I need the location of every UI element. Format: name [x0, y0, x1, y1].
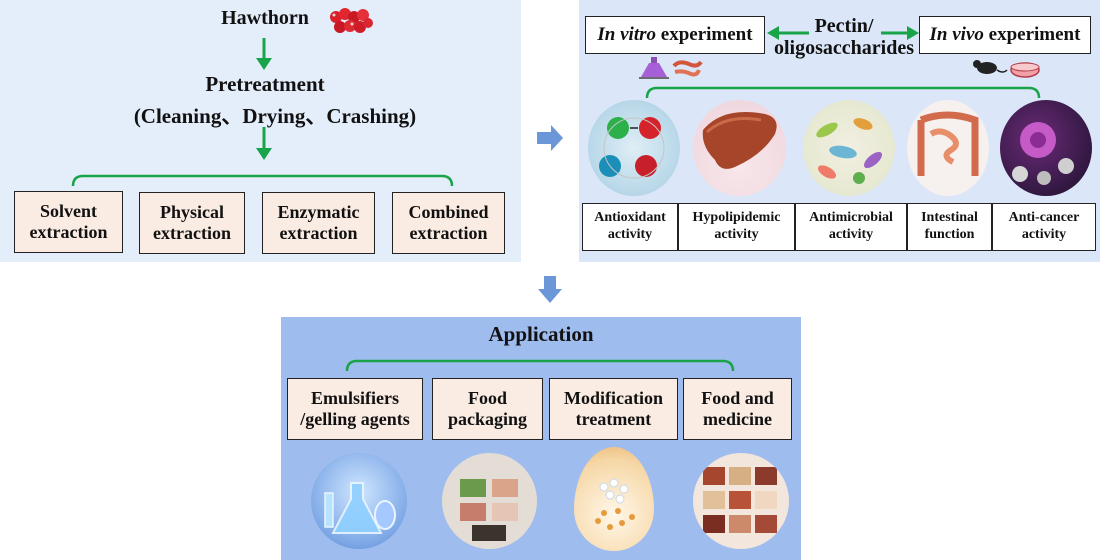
application-label-line1: Emulsifiers — [310, 388, 399, 409]
mouse-icon — [973, 60, 1008, 74]
application-label-line2: packaging — [447, 409, 528, 429]
method-box-combined: Combined extraction — [392, 192, 505, 254]
method-box-enzymatic: Enzymatic extraction — [262, 192, 375, 254]
droplet-molecule-image — [574, 447, 654, 551]
intestine-image — [907, 100, 989, 196]
method-label-line2: extraction — [279, 223, 358, 243]
application-label-line1: Food and — [701, 388, 774, 409]
in-vitro-box: In vitro experiment — [585, 16, 765, 54]
application-box-modification: Modification treatment — [549, 378, 678, 440]
pectin-label: Pectin/ oligosaccharides — [764, 15, 924, 59]
activity-label-line2: activity — [828, 227, 874, 242]
application-bracket — [345, 359, 735, 372]
liver-image — [693, 100, 786, 196]
in-vitro-rest: experiment — [656, 23, 753, 45]
activity-label-line2: function — [924, 227, 975, 242]
activity-label-line1: Antioxidant — [594, 210, 666, 226]
activity-label-line1: Hypolipidemic — [692, 210, 781, 226]
in-vivo-rest: experiment — [983, 23, 1081, 45]
pectin-line2: oligosaccharides — [774, 37, 914, 59]
application-box-emulsifiers: Emulsifiers /gelling agents — [287, 378, 423, 440]
food-collage-image — [693, 453, 789, 549]
application-label-line2: medicine — [703, 409, 772, 429]
hawthorn-title: Hawthorn — [221, 7, 309, 29]
activity-label-line1: Anti-cancer — [1008, 210, 1080, 226]
method-label-line2: extraction — [153, 223, 231, 243]
bacteria-image — [803, 100, 895, 196]
intestine-small-icon — [672, 60, 703, 77]
application-panel: Application Emulsifiers /gelling agents … — [281, 317, 801, 560]
application-label-line1: Food — [467, 388, 507, 409]
bioactivity-panel: In vitro experiment Pectin/ oligosacchar… — [579, 0, 1100, 262]
extraction-panel: Hawthorn Pretreatment (Cleaning、Drying、C… — [0, 0, 521, 262]
right-panel-graphics — [639, 26, 1041, 99]
petri-dish-icon — [1010, 62, 1040, 78]
flask-icon — [639, 57, 669, 79]
packaged-food-image — [442, 453, 537, 549]
activity-label-line2: activity — [1021, 227, 1067, 242]
activity-label-line1: Intestinal — [921, 210, 978, 226]
pretreatment-title: Pretreatment — [205, 72, 325, 96]
method-box-physical: Physical extraction — [139, 192, 245, 254]
activity-box-anticancer: Anti-cancer activity — [992, 203, 1096, 251]
activity-box-antioxidant: Antioxidant activity — [582, 203, 678, 251]
cancer-cell-image — [1000, 100, 1092, 196]
method-label-line2: extraction — [29, 222, 108, 242]
method-label-line2: extraction — [409, 223, 488, 243]
activity-box-intestinal: Intestinal function — [907, 203, 992, 251]
method-label-line1: Physical — [159, 202, 224, 223]
in-vivo-box: In vivo experiment — [919, 16, 1091, 54]
in-vivo-italic: In vivo — [929, 23, 984, 45]
activity-box-antimicrobial: Antimicrobial activity — [795, 203, 907, 251]
pectin-line1: Pectin/ — [814, 15, 874, 37]
application-title: Application — [488, 322, 594, 346]
activity-label-line2: activity — [607, 227, 653, 242]
method-label-line1: Combined — [408, 202, 489, 223]
lab-glassware-image — [311, 453, 407, 549]
application-label-line2: treatment — [575, 409, 652, 429]
activity-label-line2: activity — [714, 227, 759, 242]
application-label-line1: Modification — [564, 388, 663, 409]
hawthorn-berries-icon — [71, 8, 454, 187]
application-box-packaging: Food packaging — [432, 378, 543, 440]
method-box-solvent: Solvent extraction — [14, 191, 123, 253]
antioxidant-molecules-image — [588, 100, 680, 196]
activity-label-line1: Antimicrobial — [809, 210, 893, 226]
application-label-line2: /gelling agents — [300, 409, 410, 429]
activity-box-hypolipidemic: Hypolipidemic activity — [678, 203, 795, 251]
method-label-line1: Enzymatic — [277, 202, 360, 223]
method-label-line1: Solvent — [39, 201, 97, 222]
application-box-food-medicine: Food and medicine — [683, 378, 792, 440]
in-vitro-italic: In vitro — [597, 23, 657, 45]
pretreatment-steps: (Cleaning、Drying、Crashing) — [133, 104, 417, 128]
